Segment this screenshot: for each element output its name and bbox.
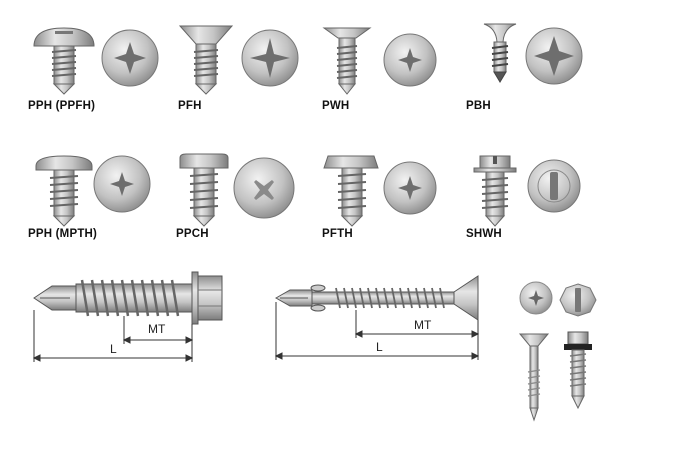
pan-framing-head-phillips-icon: [323, 155, 437, 227]
pan-head-phillips-icon: [33, 27, 159, 95]
screw-label: PPH (MPTH): [28, 228, 98, 240]
flat-drill-screw-diagram: MT L: [272, 266, 494, 366]
screw-type-shwh: SHWH: [466, 150, 606, 250]
slotted-hex-washer-head-icon: [473, 155, 581, 227]
pan-cheese-head-phillips-icon: [179, 153, 295, 227]
screw-type-pbh: PBH: [466, 18, 606, 118]
screw-label: PPCH: [176, 228, 209, 240]
screw-type-pwh: PWH: [322, 18, 462, 118]
l-dimension-label: L: [376, 340, 383, 354]
screw-type-ppch: PPCH: [176, 150, 316, 250]
mt-dimension-label: MT: [414, 318, 432, 332]
flat-head-phillips-icon: [178, 25, 299, 95]
screw-type-pfh: PFH: [178, 18, 318, 118]
screw-label: PBH: [466, 100, 491, 112]
screw-type-pph-mpth: PPH (MPTH): [28, 150, 168, 250]
mt-dimension-label: MT: [148, 322, 166, 336]
wafer-head-phillips-icon: [322, 27, 437, 95]
modified-truss-head-phillips-icon: [35, 155, 151, 227]
screw-label: PPH (PPFH): [28, 100, 96, 112]
screw-label: PWH: [322, 100, 350, 112]
flat-drill-screw-icon: [274, 275, 480, 360]
hex-drill-screw-diagram: MT L: [30, 258, 250, 368]
screw-label: PFTH: [322, 228, 353, 240]
drill-screw-photos: [514, 276, 614, 426]
screw-label: SHWH: [466, 228, 502, 240]
screw-type-pfth: PFTH: [322, 150, 462, 250]
l-dimension-label: L: [110, 342, 117, 356]
hex-drill-screw-icon: [32, 271, 223, 362]
bugle-head-phillips-icon: [483, 23, 583, 85]
drill-screw-product-icon: [518, 281, 597, 422]
screw-type-pph-ppfh: PPH (PPFH): [28, 18, 168, 118]
screw-label: PFH: [178, 100, 202, 112]
